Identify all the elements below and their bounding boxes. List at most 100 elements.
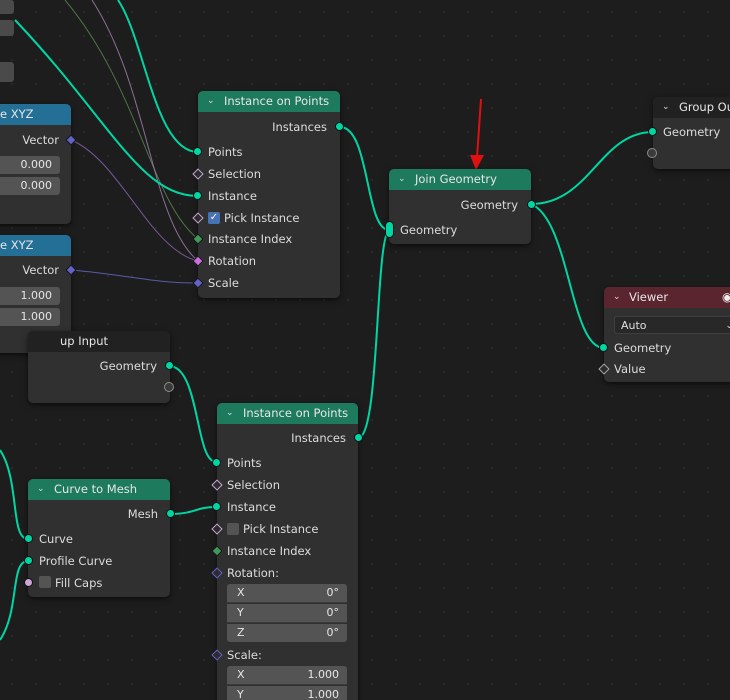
node-header[interactable]: ⌄ Curve to Mesh bbox=[28, 479, 170, 500]
group-output-node[interactable]: ⌄Group Out Geometry bbox=[653, 97, 730, 169]
node-header[interactable]: up Input bbox=[28, 331, 170, 352]
points-input-label: Points bbox=[227, 456, 262, 470]
node-title: up Input bbox=[60, 334, 109, 348]
link-instance-index bbox=[64, 0, 199, 240]
pick-instance-checkbox[interactable]: ✓ bbox=[208, 212, 220, 224]
geometry-output-socket[interactable] bbox=[527, 200, 536, 209]
geometry-multi-input-socket[interactable] bbox=[385, 221, 394, 238]
link-vector-scale bbox=[70, 269, 199, 284]
link-mesh-to-instance bbox=[169, 506, 217, 515]
link-curve-input bbox=[0, 449, 29, 540]
value-input-label: Value bbox=[614, 362, 646, 376]
node-title: Curve to Mesh bbox=[54, 482, 138, 496]
node-title: Instance on Points bbox=[224, 94, 330, 108]
geometry-input-socket[interactable] bbox=[599, 343, 608, 352]
collapse-chevron-icon[interactable]: ⌄ bbox=[37, 484, 45, 494]
instances-output-label: Instances bbox=[291, 431, 346, 445]
instances-output-socket[interactable] bbox=[335, 122, 344, 131]
y-field[interactable]: 1.000 bbox=[0, 308, 60, 326]
mesh-output-socket[interactable] bbox=[166, 509, 175, 518]
profile-curve-input-label: Profile Curve bbox=[39, 554, 113, 568]
fill-caps-input-socket[interactable] bbox=[24, 578, 33, 587]
node-header[interactable]: ⌄ Group Out bbox=[653, 97, 730, 118]
node-header[interactable]: e XYZ bbox=[0, 235, 71, 256]
node-header[interactable]: ⌄ Instance on Points bbox=[198, 91, 340, 112]
node-header[interactable]: ⌄Viewer◉ bbox=[604, 287, 730, 308]
pick-instance-checkbox[interactable] bbox=[227, 523, 239, 535]
link-profile-input bbox=[0, 560, 29, 641]
instance-input-label: Instance bbox=[227, 500, 276, 514]
geometry-input-socket[interactable] bbox=[648, 127, 657, 136]
node-header[interactable]: ⌄Join Geometry bbox=[389, 169, 531, 190]
geometry-output-label: Geometry bbox=[460, 198, 518, 212]
curve-input-socket[interactable] bbox=[24, 534, 33, 543]
combine-xyz-node-bottom[interactable]: e XYZ Vector 1.000 1.000 bbox=[0, 235, 71, 353]
collapse-chevron-icon[interactable]: ⌄ bbox=[207, 96, 215, 106]
instance-index-input-label: Instance Index bbox=[208, 232, 293, 246]
points-input-label: Points bbox=[208, 145, 243, 159]
partial-node-top-left-2[interactable] bbox=[0, 20, 14, 36]
link-join-to-viewer bbox=[530, 203, 605, 349]
collapse-chevron-icon[interactable]: ⌄ bbox=[398, 174, 406, 184]
pick-instance-label: Pick Instance bbox=[243, 522, 319, 536]
instance-input-label: Instance bbox=[208, 189, 257, 203]
link-vector-rotation bbox=[70, 139, 199, 262]
link-points-top bbox=[117, 0, 199, 153]
node-title: Group Out bbox=[679, 100, 730, 114]
node-title: e XYZ bbox=[0, 107, 34, 121]
x-field[interactable]: 0.000 bbox=[0, 156, 60, 174]
instance-input-socket[interactable] bbox=[193, 191, 202, 200]
instance-on-points-node-bottom[interactable]: ⌄ Instance on Points Instances Points Sel… bbox=[217, 403, 358, 700]
geometry-input-label: Geometry bbox=[400, 223, 458, 237]
mesh-output-label: Mesh bbox=[127, 507, 158, 521]
geometry-input-label: Geometry bbox=[614, 341, 672, 355]
instance-on-points-node-top[interactable]: ⌄Instance on Points Instances Points Sel… bbox=[198, 91, 340, 298]
empty-input-socket[interactable] bbox=[647, 148, 657, 158]
combine-xyz-node-top[interactable]: e XYZ Vector 0.000 0.000 bbox=[0, 104, 71, 224]
collapse-chevron-icon[interactable]: ⌄ bbox=[662, 102, 670, 112]
fill-caps-checkbox[interactable] bbox=[39, 576, 51, 588]
node-header[interactable]: e XYZ bbox=[0, 104, 71, 125]
node-title: e XYZ bbox=[0, 238, 34, 252]
domain-dropdown[interactable]: Auto ⌄ bbox=[614, 316, 730, 334]
chevron-down-icon: ⌄ bbox=[725, 321, 730, 331]
profile-curve-input-socket[interactable] bbox=[24, 556, 33, 565]
points-input-socket[interactable] bbox=[212, 458, 221, 467]
viewer-node[interactable]: ⌄Viewer◉ Auto ⌄ Geometry Value bbox=[604, 287, 730, 382]
domain-value: Auto bbox=[621, 319, 647, 332]
partial-node-top-left-1[interactable] bbox=[0, 0, 14, 14]
selection-input-label: Selection bbox=[227, 478, 280, 492]
annotation-arrow-icon bbox=[470, 98, 484, 170]
curve-input-label: Curve bbox=[39, 532, 73, 546]
instance-index-input-label: Instance Index bbox=[227, 544, 312, 558]
rotation-input-label: Rotation: bbox=[227, 566, 279, 580]
vector-output-label: Vector bbox=[22, 263, 59, 277]
collapse-chevron-icon[interactable]: ⌄ bbox=[613, 292, 621, 302]
collapse-chevron-icon[interactable]: ⌄ bbox=[226, 408, 234, 418]
join-geometry-node[interactable]: ⌄Join Geometry Geometry Geometry bbox=[389, 169, 531, 244]
vector-output-label: Vector bbox=[22, 133, 59, 147]
partial-node-top-left-3[interactable] bbox=[0, 62, 14, 82]
instances-output-socket[interactable] bbox=[354, 433, 363, 442]
y-field[interactable]: 0.000 bbox=[0, 177, 60, 195]
eye-icon[interactable]: ◉ bbox=[722, 290, 730, 304]
node-title: Instance on Points bbox=[243, 406, 349, 420]
empty-output-socket[interactable] bbox=[164, 382, 174, 392]
pick-instance-label: Pick Instance bbox=[224, 211, 300, 225]
geometry-output-socket[interactable] bbox=[165, 361, 174, 370]
node-header[interactable]: ⌄ Instance on Points bbox=[217, 403, 358, 424]
group-input-node[interactable]: up Input Geometry bbox=[28, 331, 170, 403]
points-input-socket[interactable] bbox=[193, 147, 202, 156]
instance-input-socket[interactable] bbox=[212, 502, 221, 511]
x-field[interactable]: 1.000 bbox=[0, 287, 60, 305]
scale-input-label: Scale: bbox=[227, 648, 262, 662]
curve-to-mesh-node[interactable]: ⌄Curve to Mesh Mesh Curve Profile Curve … bbox=[28, 479, 170, 597]
scale-input-label: Scale bbox=[208, 276, 239, 290]
link-instance-top bbox=[14, 19, 199, 197]
